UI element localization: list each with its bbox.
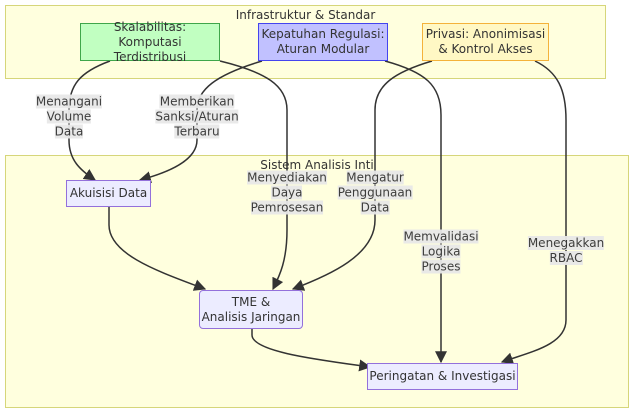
edge-tme-peringatan [251,329,372,372]
node-privasi: Privasi: Anonimisasi & Kontrol Akses [422,23,549,61]
edge-skalabilitas-tme [219,60,288,291]
edge-label: Menyediakan Daya Pemrosesan [247,170,327,215]
edge-label: Mengatur Penggunaan Data [337,170,413,215]
edge-privasi-tme [291,60,433,291]
subgraph-title: Sistem Analisis Inti [260,158,374,172]
node-skalabilitas: Skalabilitas: Komputasi Terdistribusi [80,20,220,64]
node-akuisisi: Akuisisi Data [66,180,151,207]
edge-label: Memberikan Sanksi/Aturan Terbaru [155,94,239,139]
subgraph-title: Infrastruktur & Standar [235,8,376,22]
edge-label: Menegakkan RBAC [527,236,605,265]
node-kepatuhan: Kepatuhan Regulasi: Aturan Modular [258,23,388,61]
node-tme: TME & Analisis Jaringan [199,290,303,329]
edge-akuisisi-tme [108,207,207,291]
edge-label: Memvalidasi Logika Proses [403,229,479,274]
edge-kepatuhan-peringatan [384,60,447,364]
edge-label: Menangani Volume Data [35,94,103,139]
edge-privasi-peringatan [500,60,567,365]
node-peringatan: Peringatan & Investigasi [367,363,518,390]
